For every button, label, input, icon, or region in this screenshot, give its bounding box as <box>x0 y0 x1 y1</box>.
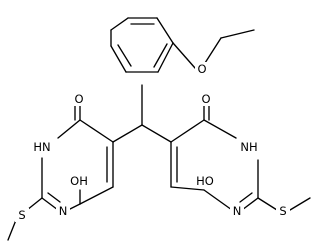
bond <box>7 219 17 241</box>
bond <box>220 29 255 39</box>
atom-n-right: N <box>233 204 242 218</box>
atom-ethoxy-o: O <box>197 62 206 76</box>
bond <box>172 42 196 69</box>
atom-s-left: S <box>18 208 25 222</box>
bond <box>241 197 259 211</box>
bond <box>141 124 172 143</box>
bond <box>157 42 174 73</box>
atom-carbonyl-o-left: O <box>74 92 83 106</box>
atom-nh-right: NH <box>240 140 257 154</box>
bond <box>26 197 43 211</box>
atom-n-left: N <box>59 204 68 218</box>
bond <box>170 119 205 143</box>
bond <box>117 44 132 67</box>
atom-nh-left: HN <box>33 140 50 154</box>
bond <box>110 17 129 31</box>
bond-layer <box>7 17 311 241</box>
bond <box>289 197 311 211</box>
atom-labels: O O O HN NH N N OH HO S S <box>15 62 290 222</box>
bond <box>41 197 59 211</box>
atom-oh-left: OH <box>70 174 88 188</box>
bond <box>257 197 278 211</box>
bond <box>203 189 233 211</box>
bond <box>204 37 222 64</box>
bond <box>156 17 174 44</box>
bond <box>47 192 61 203</box>
bond <box>79 186 114 205</box>
bond <box>79 119 114 143</box>
atom-s-right: S <box>279 204 286 218</box>
bond <box>153 43 168 68</box>
bond <box>110 45 127 73</box>
bond <box>57 119 81 139</box>
bond <box>112 124 143 143</box>
bond <box>203 119 237 139</box>
bond <box>170 186 205 191</box>
atom-oh-right: HO <box>196 174 214 188</box>
atom-carbonyl-o-right: O <box>201 92 210 106</box>
bond <box>239 192 253 203</box>
